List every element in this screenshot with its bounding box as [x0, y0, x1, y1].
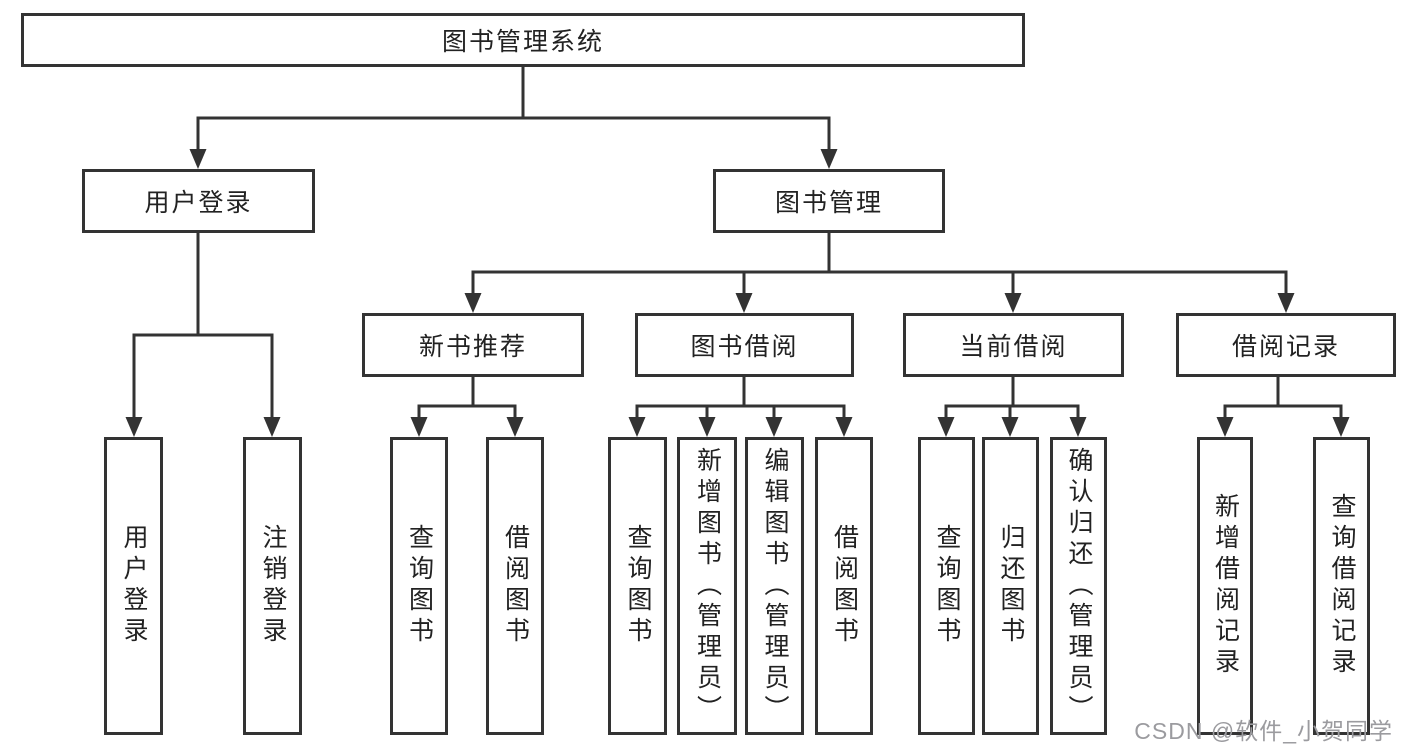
node-book-management-label: 图书管理: [774, 189, 883, 217]
leaf-add-borrow-record: 新增借阅记录: [1197, 437, 1253, 735]
leaf-add-borrow-record-label: 新增借阅记录: [1211, 493, 1240, 679]
edges-user-login-to-leaves: [125, 231, 281, 437]
leaf-user-login: 用户登录: [104, 437, 163, 735]
node-new-book-recommend-label: 新书推荐: [418, 333, 527, 361]
leaf-borrow-books: 借阅图书: [815, 437, 873, 735]
leaf-logout: 注销登录: [243, 437, 302, 735]
node-current-borrow-label: 当前借阅: [959, 333, 1068, 361]
leaf-query-books-current: 查询图书: [918, 437, 975, 735]
edges-book-borrow-to-leaves: [628, 375, 853, 437]
leaf-query-borrow-record-label: 查询借阅记录: [1328, 493, 1356, 679]
leaf-user-login-label: 用户登录: [120, 524, 148, 648]
edges-current-borrow-to-leaves: [937, 375, 1087, 437]
leaf-return-books-label: 归还图书: [997, 524, 1025, 648]
leaf-query-books-recommend: 查询图书: [390, 437, 448, 735]
leaf-query-books-borrow: 查询图书: [608, 437, 667, 735]
csdn-watermark: CSDN @软件_小贺同学: [1134, 718, 1393, 744]
node-book-borrow-label: 图书借阅: [690, 333, 799, 361]
edges-borrow-records-to-leaves: [1216, 375, 1350, 437]
node-root-system: 图书管理系统: [21, 13, 1025, 67]
node-book-borrow: 图书借阅: [635, 313, 854, 377]
leaf-query-books-borrow-label: 查询图书: [624, 524, 652, 648]
leaf-borrow-books-label: 借阅图书: [830, 524, 859, 648]
leaf-borrow-books-recommend: 借阅图书: [486, 437, 544, 735]
leaf-edit-books-admin: 编辑图书（管理员）: [745, 437, 804, 735]
node-user-login-label: 用户登录: [144, 189, 253, 217]
node-book-management: 图书管理: [713, 169, 945, 233]
leaf-return-books: 归还图书: [982, 437, 1039, 735]
node-user-login: 用户登录: [82, 169, 315, 233]
leaf-query-books-current-label: 查询图书: [933, 524, 961, 648]
leaf-logout-label: 注销登录: [259, 524, 287, 648]
leaf-query-borrow-record: 查询借阅记录: [1313, 437, 1370, 735]
node-new-book-recommend: 新书推荐: [362, 313, 584, 377]
node-borrow-records: 借阅记录: [1176, 313, 1396, 377]
leaf-add-books-admin-label: 新增图书（管理员）: [693, 446, 722, 726]
leaf-edit-books-admin-label: 编辑图书（管理员）: [761, 446, 789, 726]
edges-book-management-to-level3: [464, 231, 1295, 313]
leaf-add-books-admin: 新增图书（管理员）: [677, 437, 737, 735]
edges-root-to-level2: [189, 65, 838, 169]
node-current-borrow: 当前借阅: [903, 313, 1124, 377]
leaf-borrow-books-recommend-label: 借阅图书: [501, 524, 530, 648]
leaf-query-books-recommend-label: 查询图书: [405, 524, 434, 648]
node-root-label: 图书管理系统: [441, 28, 604, 56]
node-borrow-records-label: 借阅记录: [1231, 333, 1340, 361]
edges-new-book-recommend-to-leaves: [410, 375, 524, 437]
leaf-confirm-return-admin-label: 确认归还（管理员）: [1065, 446, 1093, 726]
leaf-confirm-return-admin: 确认归还（管理员）: [1050, 437, 1107, 735]
